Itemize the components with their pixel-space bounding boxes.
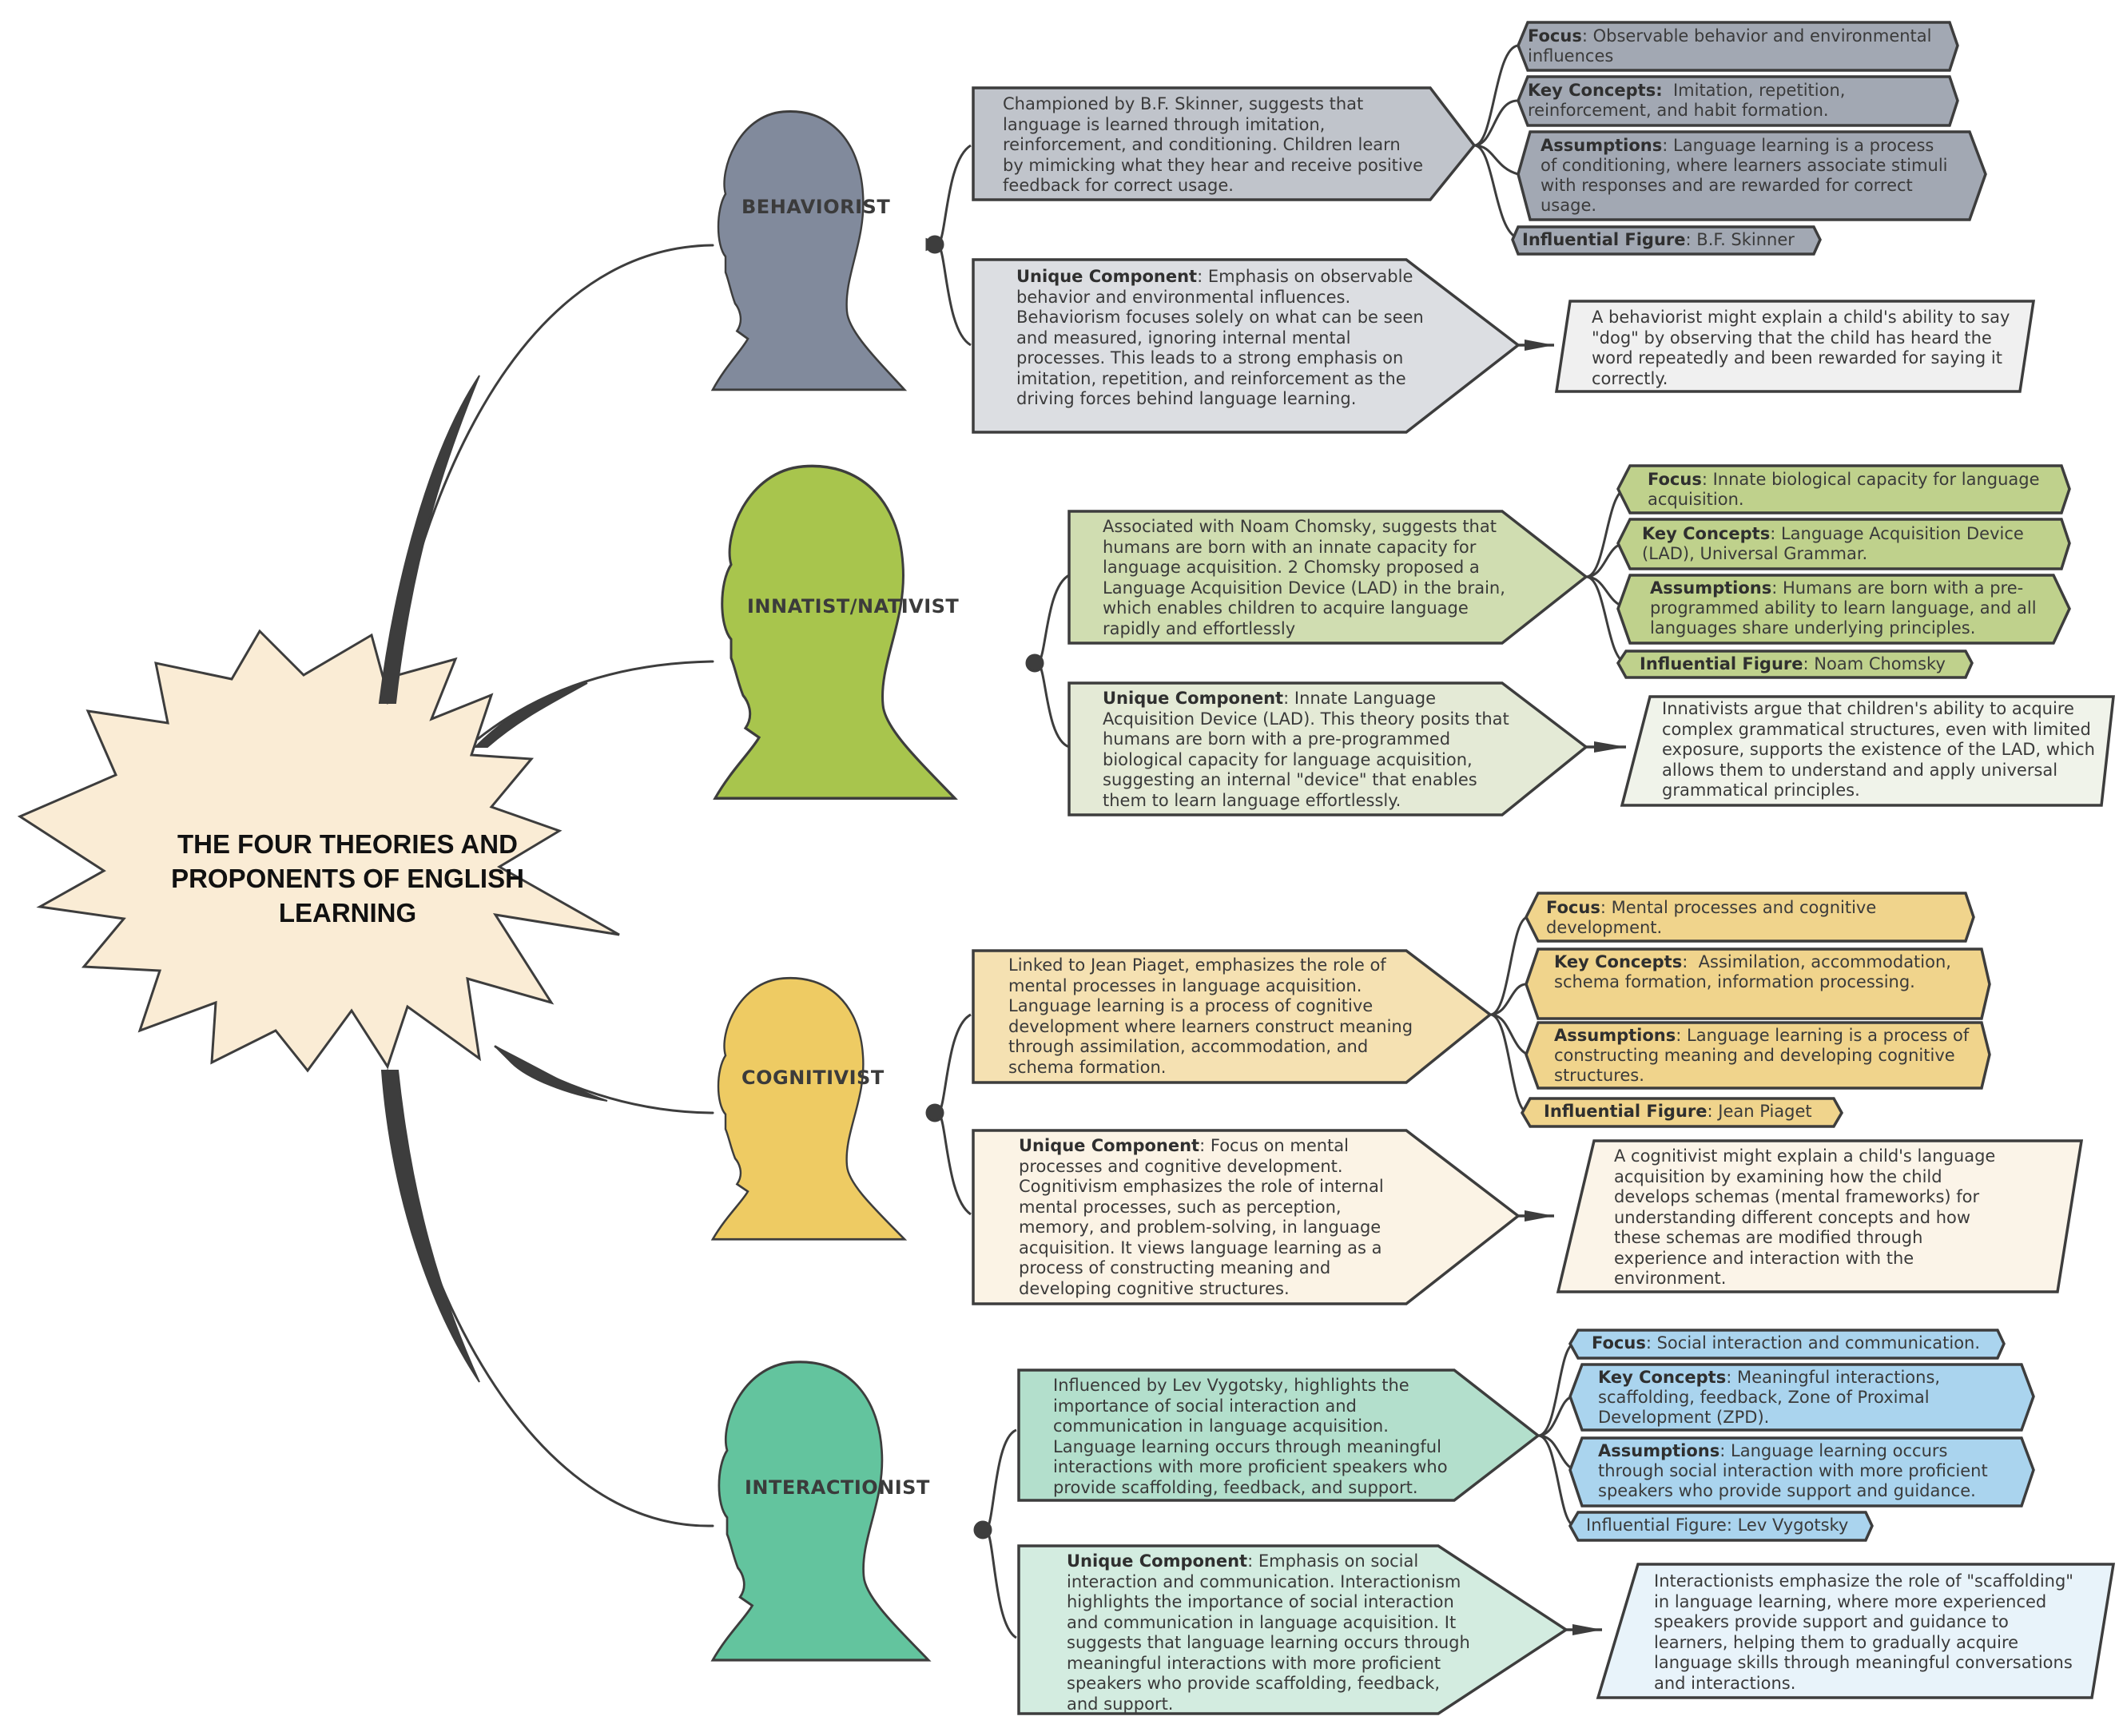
interactionist-unique-box [1017, 1544, 1569, 1715]
innatist-concepts: Key Concepts: Language Acquisition Devic… [1642, 524, 2024, 563]
interactionist-unique: Unique Component: Emphasis on social int… [1067, 1551, 1470, 1714]
interactionist-focus-box [1568, 1329, 2006, 1360]
interactionist-assumptions: Assumptions: Language learning occurs th… [1598, 1441, 1988, 1500]
cognitivist-description-box [972, 949, 1493, 1084]
behaviorist-figure-box [1511, 225, 1822, 256]
interactionist-assumptions-box [1568, 1436, 2035, 1508]
interactionist-example-box [1596, 1563, 2116, 1699]
behaviorist-unique-box [972, 258, 1521, 434]
behaviorist-example-box [1554, 300, 2036, 393]
innatist-figure-box [1616, 650, 1974, 679]
innatist-description: Associated with Noam Chomsky, suggests t… [1103, 517, 1505, 638]
head-interactionist-icon [711, 1361, 930, 1662]
cognitivist-unique-box [972, 1129, 1521, 1305]
cognitivist-unique: Unique Component: Focus on mental proces… [1019, 1136, 1384, 1298]
innatist-example: Innativists argue that children's abilit… [1662, 699, 2095, 800]
head-cognitivist-icon [711, 976, 906, 1241]
example-arrows [1525, 340, 1626, 1635]
cognitivist-concepts-box [1525, 947, 1991, 1020]
cognitivist-example-box [1556, 1139, 2084, 1293]
head-behaviorist-icon [711, 110, 906, 391]
cognitivist-figure-box [1520, 1097, 1844, 1128]
behaviorist-concepts: Key Concepts: Imitation, repetition, rei… [1528, 81, 1846, 120]
interactionist-example: Interactionists emphasize the role of "s… [1654, 1571, 2073, 1693]
theory-label-innatist: INNATIST/NATIVIST [747, 595, 960, 618]
behaviorist-focus: Focus: Observable behavior and environme… [1528, 26, 1932, 66]
interactionist-figure: Influential Figure: Lev Vygotsky [1586, 1516, 1849, 1535]
innatist-assumptions: Assumptions: Humans are born with a pre-… [1650, 578, 2037, 638]
innatist-unique: Unique Component: Innate Language Acquis… [1103, 689, 1509, 810]
innatist-focus-box [1616, 464, 2071, 514]
behaviorist-description: Championed by B.F. Skinner, suggests tha… [1003, 94, 1424, 195]
page-title: THE FOUR THEORIES AND PROPONENTS OF ENGL… [171, 829, 524, 928]
interactionist-concepts: Key Concepts: Meaningful interactions, s… [1598, 1368, 1941, 1427]
innatist-concepts-box [1616, 518, 2071, 570]
innatist-focus: Focus: Innate biological capacity for la… [1648, 470, 2040, 509]
interactionist-branch [1017, 1329, 2116, 1715]
cognitivist-concepts: Key Concepts: Assimilation, accommodatio… [1554, 952, 1951, 991]
cognitivist-assumptions-box [1525, 1021, 1991, 1090]
behaviorist-assumptions-box [1517, 130, 1987, 221]
theory-label-behaviorist: BEHAVIORIST [741, 196, 891, 218]
cognitivist-example: A cognitivist might explain a child's la… [1614, 1146, 1996, 1288]
cognitivist-focus: Focus: Mental processes and cognitive de… [1546, 898, 1877, 937]
innatist-unique-box [1067, 681, 1588, 816]
behaviorist-example: A behaviorist might explain a child's ab… [1592, 308, 2010, 388]
theory-label-interactionist: INTERACTIONIST [745, 1476, 930, 1499]
innatist-assumptions-box [1616, 574, 2071, 645]
innatist-figure: Influential Figure: Noam Chomsky [1640, 654, 1946, 673]
theory-label-cognitivist: COGNITIVIST [741, 1067, 885, 1089]
innatist-description-box [1067, 510, 1588, 645]
head-innatist-icon [714, 464, 956, 800]
behaviorist-description-box [972, 86, 1477, 201]
behaviorist-figure: Influential Figure: B.F. Skinner [1522, 230, 1795, 249]
cognitivist-assumptions: Assumptions: Language learning is a proc… [1554, 1026, 1970, 1085]
cognitivist-branch [972, 892, 2084, 1305]
cognitivist-focus-box [1525, 892, 1975, 943]
innatist-example-box [1620, 695, 2115, 807]
behaviorist-focus-box [1517, 21, 1959, 72]
center-connectors [378, 244, 714, 1527]
head-brackets [925, 144, 1070, 1639]
interactionist-figure-box [1568, 1511, 1874, 1542]
cognitivist-figure: Influential Figure: Jean Piaget [1544, 1102, 1812, 1121]
interactionist-description: Influenced by Lev Vygotsky, highlights t… [1053, 1376, 1448, 1497]
interactionist-description-box [1017, 1369, 1541, 1502]
behaviorist-unique: Unique Component: Emphasis on observable… [1016, 267, 1424, 408]
behaviorist-concepts-box [1517, 75, 1959, 127]
behaviorist-branch [972, 21, 2036, 434]
center-burst [17, 629, 620, 1073]
behaviorist-assumptions: Assumptions: Language learning is a proc… [1541, 136, 1948, 215]
interactionist-concepts-box [1568, 1363, 2035, 1432]
interactionist-focus: Focus: Social interaction and communicat… [1592, 1333, 1981, 1353]
cognitivist-description: Linked to Jean Piaget, emphasizes the ro… [1008, 955, 1413, 1077]
innatist-branch [1067, 464, 2115, 816]
